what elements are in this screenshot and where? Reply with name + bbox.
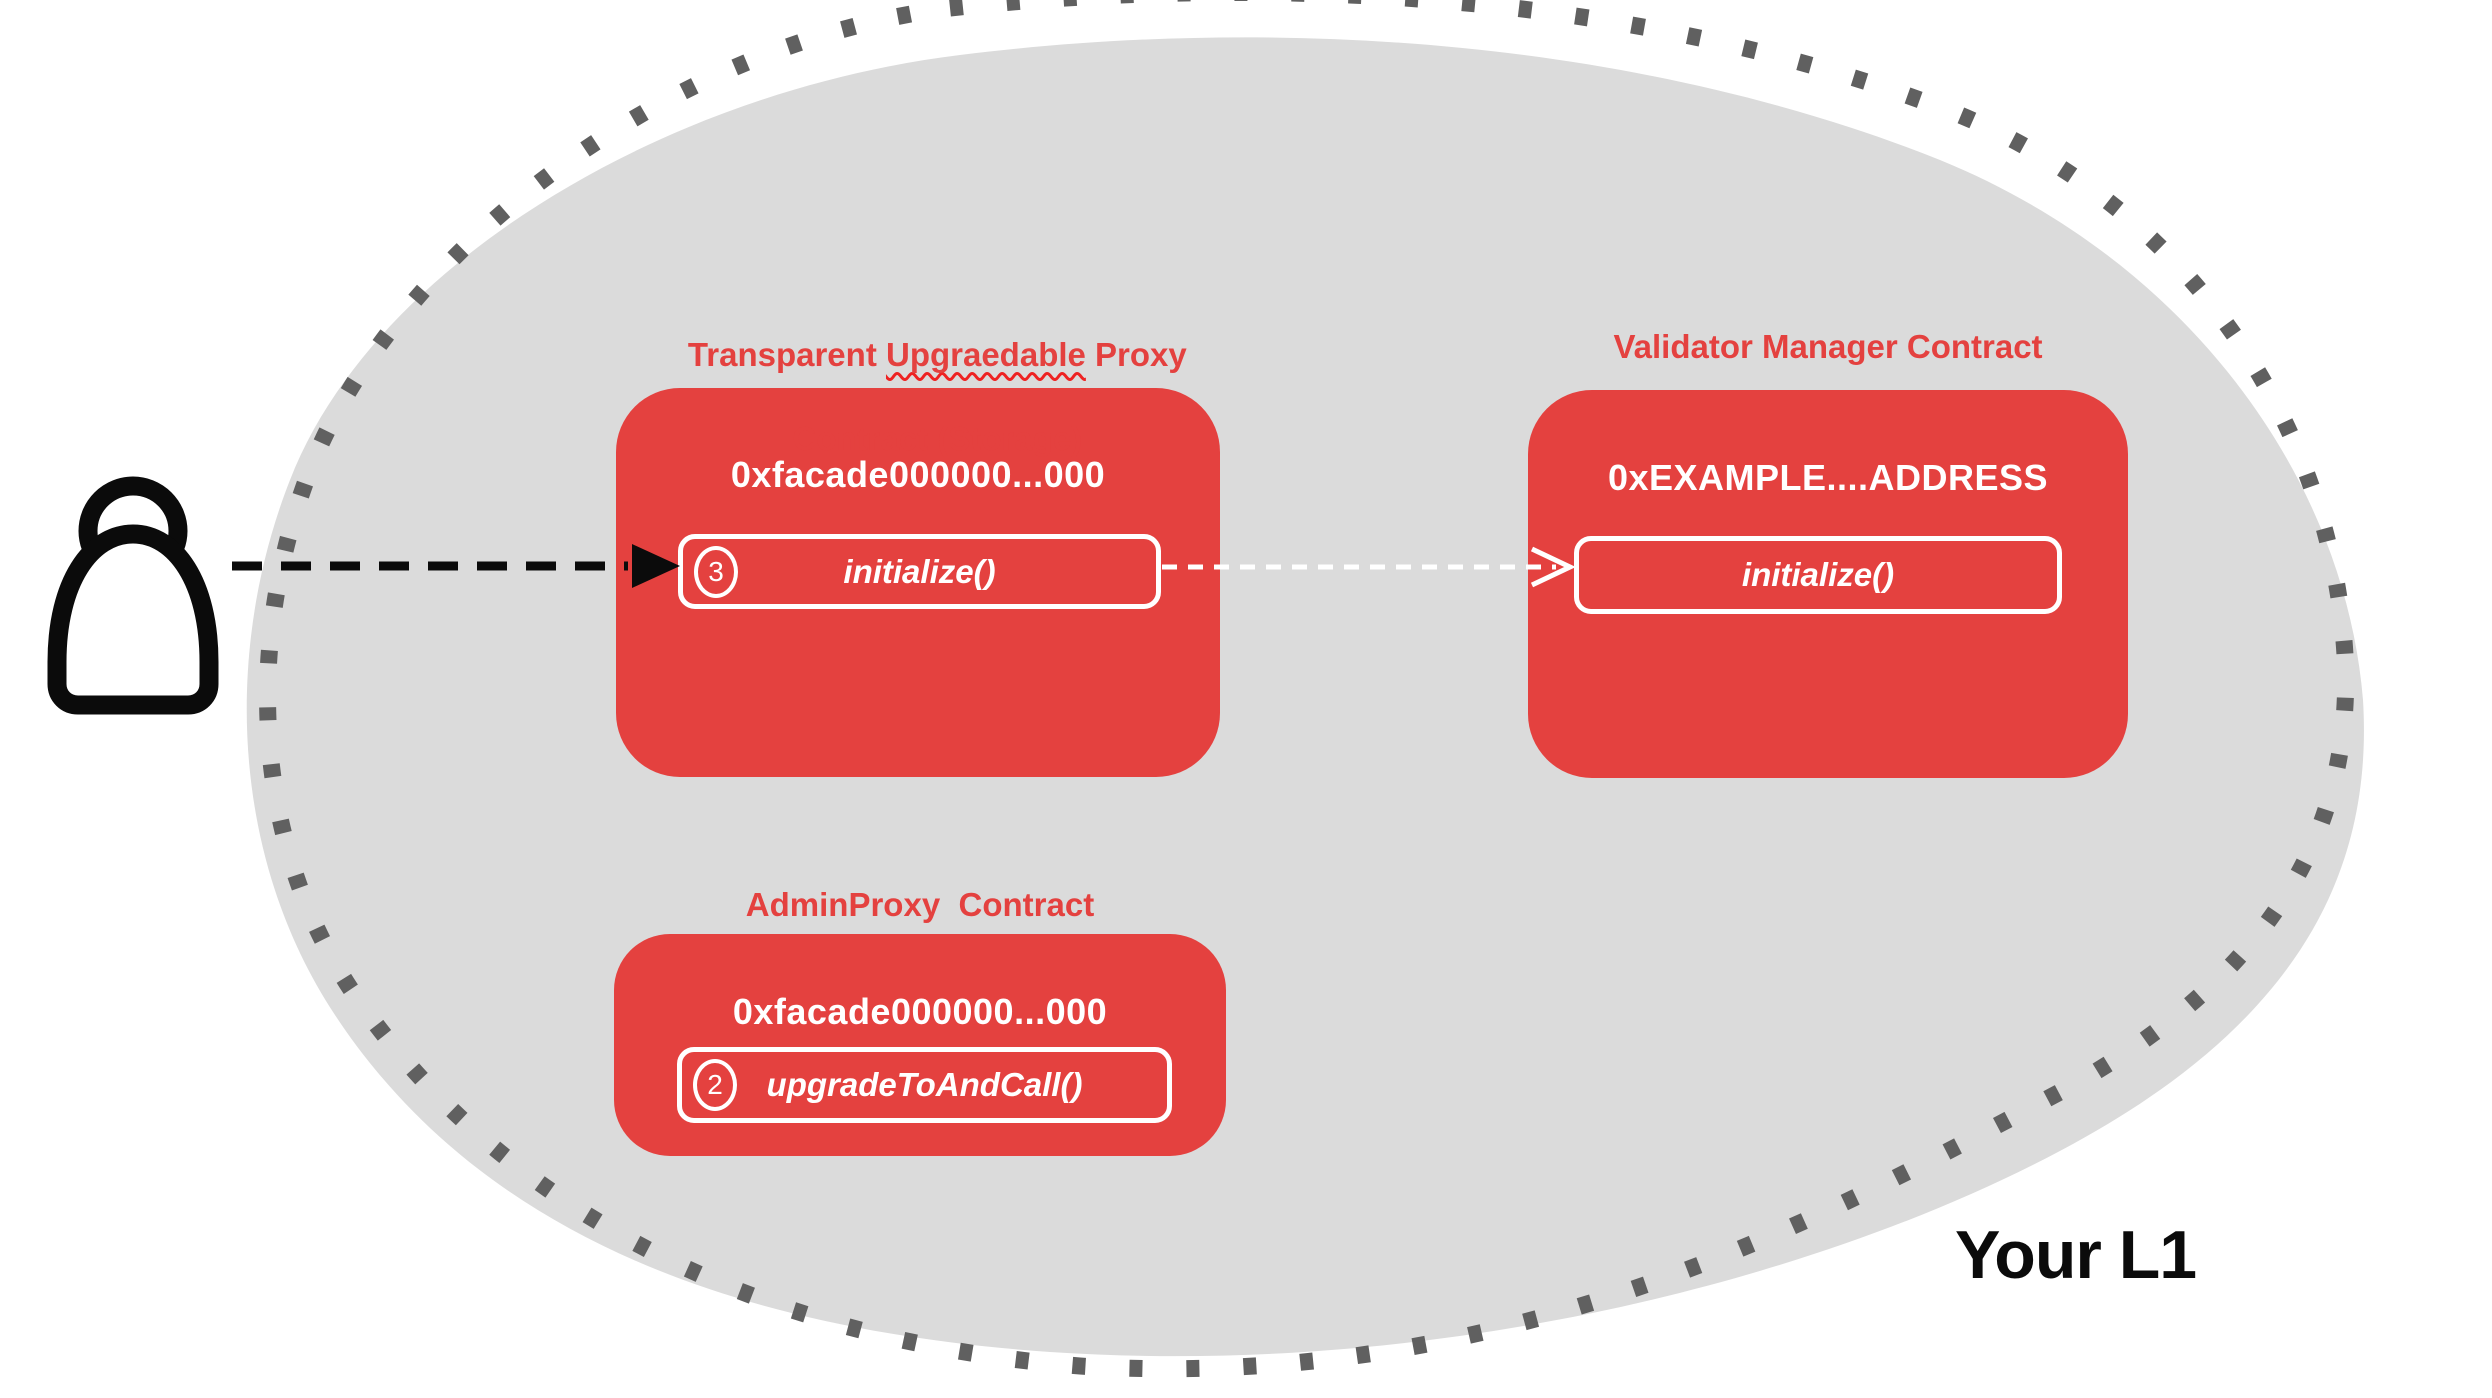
proxy-initialize-label: initialize() [843, 552, 996, 590]
validator-contract-box: 0xEXAMPLE....ADDRESS initialize() [1528, 390, 2128, 778]
admin-upgrade-label: upgradeToAndCall() [766, 1066, 1083, 1103]
step-2-badge: 2 [693, 1059, 737, 1111]
proxy-contract-title: Transparent Upgraedable Proxy Contract (… [616, 292, 1222, 502]
validator-contract-address: 0xEXAMPLE....ADDRESS [1607, 457, 2049, 498]
admin-contract-box: 0xfacade000000...000 2 upgradeToAndCall(… [614, 934, 1226, 1156]
person-icon [47, 476, 219, 715]
step-3-badge: 3 [694, 545, 738, 598]
proxy-initialize-button: 3 initialize() [678, 534, 1161, 609]
validator-initialize-label: initialize() [1741, 556, 1895, 593]
admin-contract-title: AdminProxy Contract [745, 886, 1095, 923]
proxy-title-misspelled-word: Upgraedable [885, 336, 1086, 373]
validator-contract-title: Validator Manager Contract [1613, 328, 2043, 365]
l1-region-label: Your L1 [1955, 1217, 2197, 1293]
l1-dotted-border [259, 0, 2355, 1378]
admin-contract-address: 0xfacade000000...000 [732, 991, 1108, 1032]
proxy-contract-box: 0xfacade000000...000 3 initialize() [616, 388, 1220, 777]
admin-upgrade-button: 2 upgradeToAndCall() [677, 1047, 1172, 1123]
validator-initialize-button: initialize() [1574, 536, 2062, 614]
proxy-contract-address: 0xfacade000000...000 [730, 454, 1106, 495]
proxy-title-line2: Contract (Storage) [792, 420, 1083, 457]
proxy-title-part1: Transparent [687, 336, 886, 373]
proxy-title-part2: Proxy [1085, 336, 1187, 373]
